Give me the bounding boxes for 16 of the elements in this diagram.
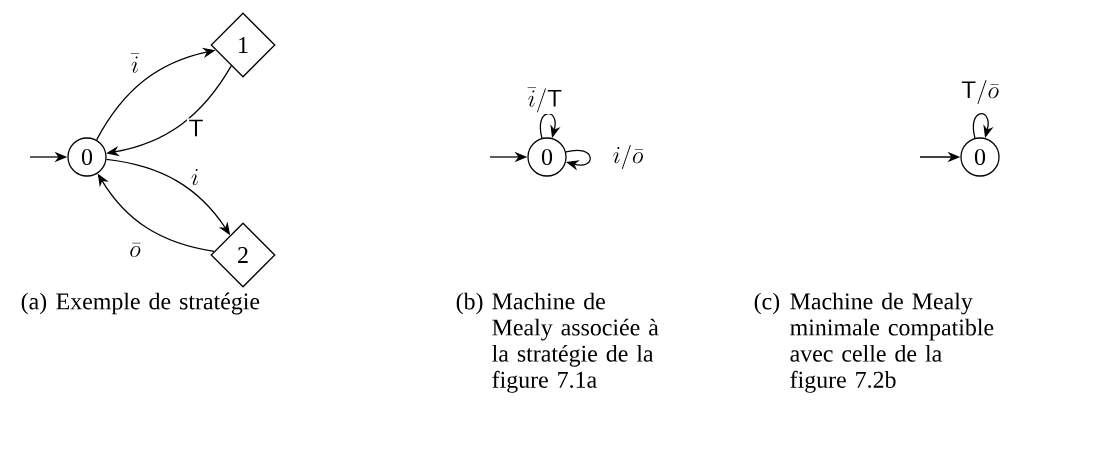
subfigure-label: (a) [21, 292, 47, 315]
edge-label: $\bar{o}$ [127, 241, 143, 259]
edge-label: $\bar{i}/\mathsf{T}$ [526, 86, 564, 114]
subfigure-caption: Exemple de stratégie [56, 292, 260, 315]
edge-label: $\mathsf{T}$ [186, 118, 206, 138]
loop-arrow [565, 149, 591, 171]
subfigure-caption: Machine de Mealy minimale compatible avec celle de la figure 7.2b [790, 292, 994, 393]
edge-label: $\bar{i}$ [129, 52, 141, 74]
edge-label: $i$ [189, 167, 201, 187]
edge-label: $\mathsf{T}/\bar{o}$ [959, 78, 1001, 106]
loop-arrow [972, 113, 994, 139]
subfigure-label: (b) [456, 292, 483, 315]
subfigure-label: (c) [754, 292, 780, 315]
edge-label: $i/\bar{o}$ [611, 143, 645, 171]
loop-arrow [539, 113, 561, 139]
subfigure-caption: Machine de Mealy associée à la stratégie de la figure 7.1a [492, 292, 659, 393]
